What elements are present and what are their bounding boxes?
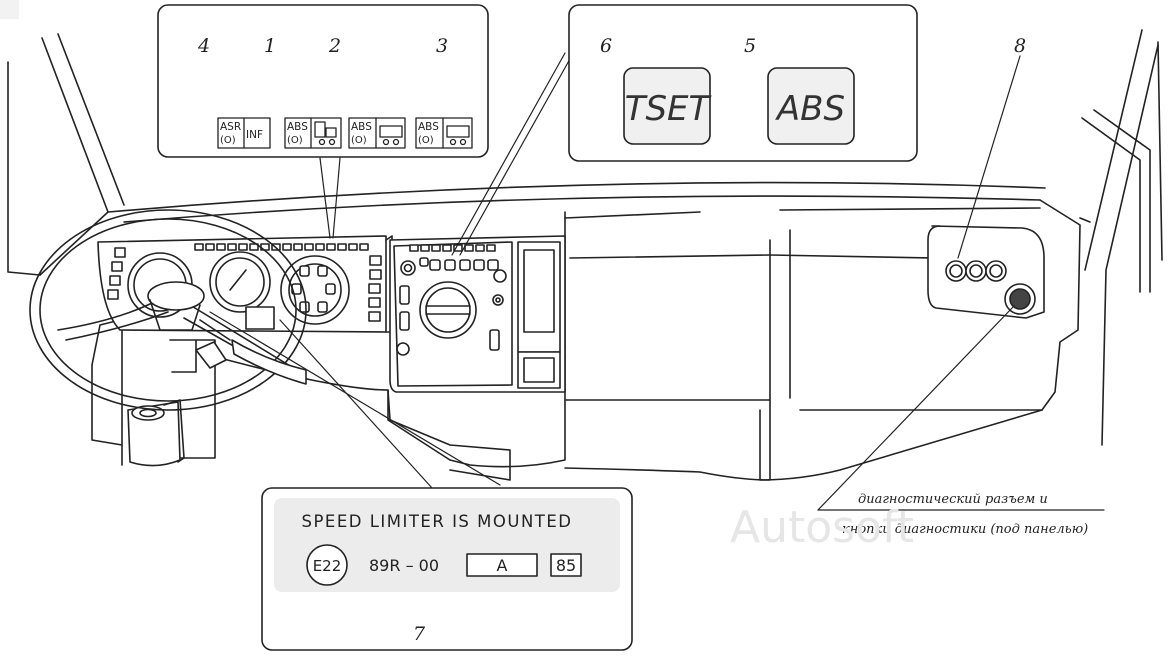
tset-display-text: TSET [625,89,712,129]
diagnostic-panel [927,225,1045,319]
watermark: Autosoft [730,502,914,553]
lamp-abs-2-wheel: (O) [351,135,367,146]
lamp-inf-label: INF [246,129,263,141]
lamp-abs-3-label: ABS [418,121,439,133]
year-box [550,553,582,577]
lamp-abs-1 [284,117,342,149]
lamp-abs-2 [348,117,406,149]
callout-7: 7 [413,623,426,645]
e-mark-circle [306,544,348,586]
instrument-cluster [97,235,393,333]
lamp-abs-3 [415,117,473,149]
abs-display [767,67,855,145]
callout-2: 2 [328,35,341,57]
cab-outline [7,29,1163,446]
diag-note-line2: кнопки диагностики (под панелью) [842,522,1088,537]
speed-plate-box [261,487,633,651]
corner-tab [0,0,19,19]
lower-console [91,211,1043,481]
callout-8: 8 [1014,35,1026,57]
diag-note-line1: диагностический разъем и [858,492,1048,507]
plate-reg: 89R – 00 [369,556,439,575]
plate-e-mark: E22 [313,557,342,575]
abs-display-text: ABS [775,89,845,129]
lamp-abs-1-wheel: (O) [287,135,303,146]
plate-year: 85 [556,556,576,575]
callout-4: 4 [197,35,210,57]
callout-1: 1 [264,35,276,57]
callout-5: 5 [744,35,756,57]
callout-6: 6 [600,35,612,57]
plate-title: SPEED LIMITER IS MOUNTED [301,512,572,531]
display-callout-box [568,4,918,162]
lamp-asr [217,117,271,149]
callout-3: 3 [436,35,448,57]
hvac-buttons [419,257,499,271]
lamp-abs-3-wheel: (O) [418,135,434,146]
lamp-abs-2-label: ABS [351,121,372,133]
lamp-callout-box [157,4,489,158]
lamp-asr-label: ASR [220,121,241,133]
lamp-asr-wheel: (O) [220,135,236,146]
steering-wheel [29,209,307,411]
center-console [389,235,566,393]
steering-hub [147,281,205,311]
tset-display [623,67,711,145]
plate-box-a: A [497,556,508,575]
approval-box [466,553,538,577]
lamp-abs-1-label: ABS [287,121,308,133]
